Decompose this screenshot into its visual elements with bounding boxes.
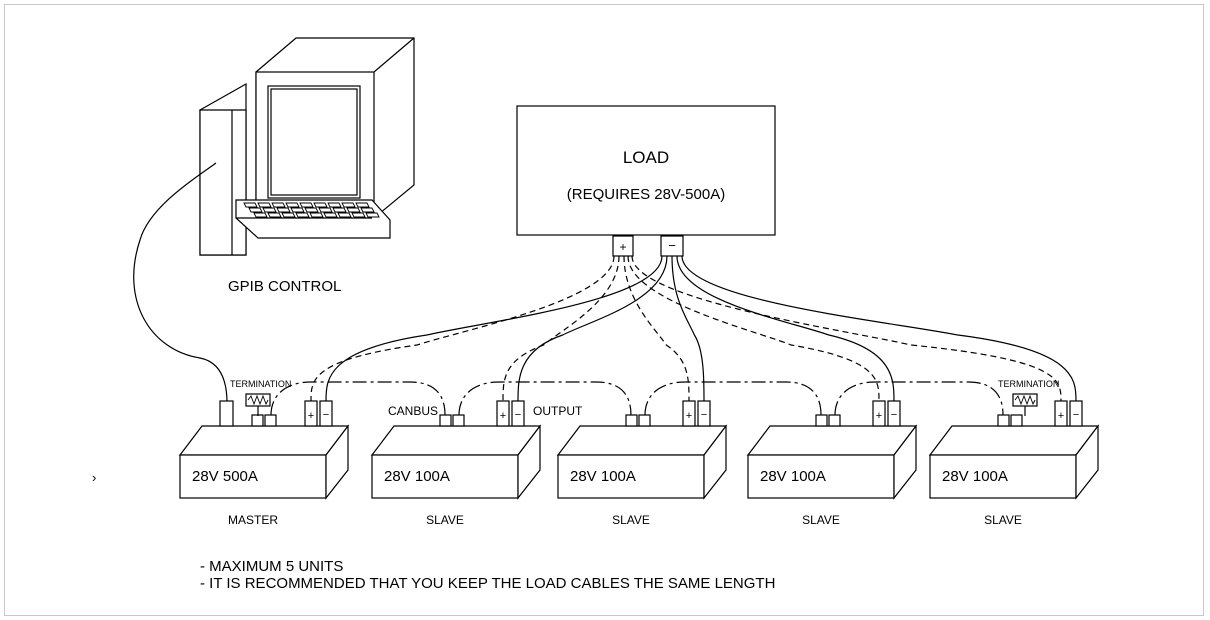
terminal-minus-symbol: − [1073, 409, 1079, 421]
unit-role-label: MASTER [228, 513, 278, 527]
load-minus-symbol: − [668, 238, 676, 253]
terminal-minus-symbol: − [323, 409, 329, 421]
positive-load-cable [623, 255, 690, 402]
positive-load-cable [631, 255, 1062, 402]
power-unit-5: 28V 100A SLAVE +− [928, 400, 1100, 527]
power-unit-1: 28V 500A MASTER +− [178, 400, 350, 527]
output-plus-terminal [1054, 400, 1068, 427]
output-minus-terminal [1069, 400, 1083, 427]
unit-rating-label: 28V 500A [192, 468, 258, 485]
notes: - MAXIMUM 5 UNITS - IT IS RECOMMENDED TH… [200, 558, 775, 592]
load-box [516, 105, 776, 236]
note-line-2: - IT IS RECOMMENDED THAT YOU KEEP THE LO… [200, 575, 776, 592]
output-minus-terminal [887, 400, 901, 427]
negative-load-cable [671, 255, 705, 402]
negative-load-cable [681, 255, 1077, 402]
canbus-label: CANBUS [388, 404, 438, 418]
terminal-minus-symbol: − [701, 409, 707, 421]
terminal-plus-symbol: + [500, 410, 506, 422]
termination-resistor-icon [245, 393, 271, 416]
unit-rating-label: 28V 100A [760, 468, 826, 485]
canbus-port-in [625, 414, 638, 427]
canbus-port-out [1010, 414, 1023, 427]
unit-role-label: SLAVE [984, 513, 1022, 527]
canbus-cable [644, 381, 822, 416]
canbus-port-out [452, 414, 465, 427]
load-plus-symbol: + [619, 240, 626, 254]
canbus-port-in [439, 414, 452, 427]
output-plus-terminal [496, 400, 510, 427]
load-title: LOAD [623, 148, 669, 167]
output-minus-terminal [511, 400, 525, 427]
note-line-1: - MAXIMUM 5 UNITS [200, 558, 344, 575]
power-unit-2: 28V 100A SLAVE +− [370, 400, 542, 527]
terminal-plus-symbol: + [876, 410, 882, 422]
negative-load-cable [517, 255, 668, 402]
unit-role-label: SLAVE [426, 513, 464, 527]
termination-resistor-icon [1012, 393, 1038, 416]
termination-left-label: TERMINATION [230, 379, 291, 389]
unit-rating-label: 28V 100A [384, 468, 450, 485]
negative-load-cable [325, 255, 663, 402]
positive-load-cable [310, 255, 615, 402]
canbus-port-in [251, 414, 264, 427]
canbus-port-in [997, 414, 1010, 427]
positive-load-cable [502, 255, 620, 402]
load-plus-terminal [612, 235, 634, 257]
terminal-minus-symbol: − [515, 409, 521, 421]
computer-icon [199, 37, 415, 256]
termination-right-label: TERMINATION [998, 379, 1059, 389]
output-plus-terminal [682, 400, 696, 427]
canbus-port-out [264, 414, 277, 427]
gpib-control-label: GPIB CONTROL [228, 278, 341, 295]
terminal-minus-symbol: − [891, 409, 897, 421]
canbus-port-out [828, 414, 841, 427]
output-label: OUTPUT [533, 404, 583, 418]
canbus-cable [834, 381, 1004, 416]
power-unit-3: 28V 100A SLAVE +− [556, 400, 728, 527]
terminal-plus-symbol: + [308, 410, 314, 422]
load-requirement: (REQUIRES 28V-500A) [567, 186, 725, 203]
terminal-plus-symbol: + [1058, 410, 1064, 422]
unit-rating-label: 28V 100A [570, 468, 636, 485]
gpib-cable [133, 162, 228, 404]
canbus-port-in [815, 414, 828, 427]
negative-load-cable [676, 255, 895, 402]
terminal-plus-symbol: + [686, 410, 692, 422]
unit-role-label: SLAVE [612, 513, 650, 527]
positive-load-cable [627, 255, 880, 402]
unit-role-label: SLAVE [802, 513, 840, 527]
canbus-port-out [638, 414, 651, 427]
power-unit-4: 28V 100A SLAVE +− [746, 400, 918, 527]
left-margin-mark: › [92, 470, 96, 485]
gpib-port [219, 400, 234, 427]
canbus-cable [270, 381, 446, 416]
output-plus-terminal [872, 400, 886, 427]
output-minus-terminal [319, 400, 333, 427]
unit-rating-label: 28V 100A [942, 468, 1008, 485]
canbus-cable [458, 381, 632, 416]
output-minus-terminal [697, 400, 711, 427]
output-plus-terminal [304, 400, 318, 427]
